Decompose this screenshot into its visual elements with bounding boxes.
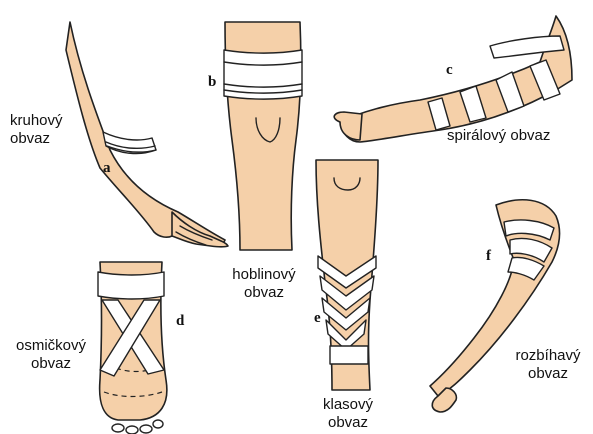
figure-a-arm	[66, 22, 228, 247]
figure-a-label-line1: kruhový	[10, 112, 63, 130]
figure-e-label-line2: obvaz	[316, 414, 380, 432]
figure-d-label-line1: osmičkový	[8, 337, 94, 355]
figure-d-label-line2: obvaz	[8, 355, 94, 373]
figure-d-label: osmičkový obvaz	[8, 337, 94, 373]
figure-b-letter: b	[208, 74, 216, 91]
figure-a-label-line2: obvaz	[10, 130, 63, 148]
figure-b-label: hoblinový obvaz	[218, 266, 310, 302]
figure-c-letter: c	[446, 62, 453, 79]
figure-f-label: rozbíhavý obvaz	[508, 347, 588, 383]
figure-c-label-line1: spirálový obvaz	[447, 127, 550, 145]
figure-c-label: spirálový obvaz	[447, 127, 550, 145]
figure-a-letter: a	[103, 160, 111, 177]
figure-e-letter: e	[314, 310, 321, 327]
figure-e-label-line1: klasový	[316, 396, 380, 414]
figure-a-label: kruhový obvaz	[10, 112, 63, 148]
figure-b-label-line2: obvaz	[218, 284, 310, 302]
figure-f-letter: f	[486, 248, 491, 265]
figure-b-label-line1: hoblinový	[218, 266, 310, 284]
figure-e-label: klasový obvaz	[316, 396, 380, 432]
figure-d-letter: d	[176, 313, 184, 330]
figure-b-bandage	[224, 50, 302, 99]
figure-f-label-line2: obvaz	[508, 365, 588, 383]
figure-f-label-line1: rozbíhavý	[508, 347, 588, 365]
